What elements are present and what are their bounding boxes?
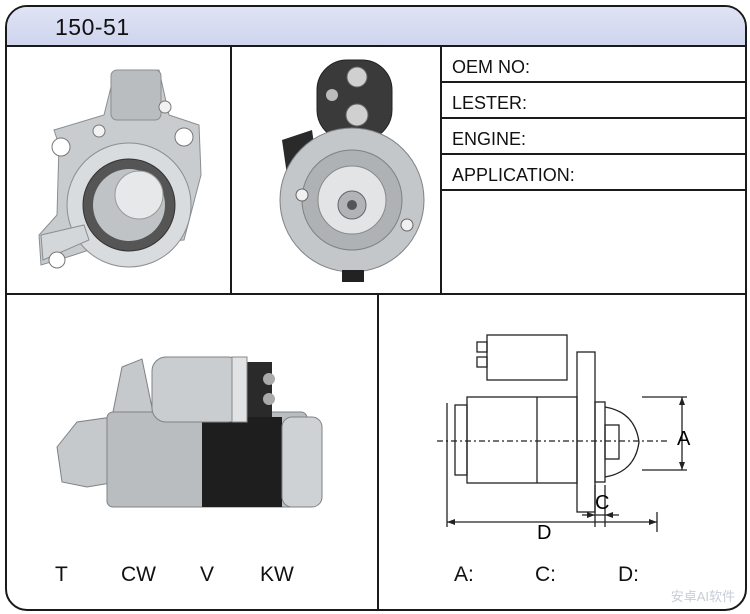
dimension-d-label: D bbox=[537, 522, 551, 544]
engine-label: ENGINE: bbox=[452, 129, 527, 149]
spec-d-label: D: bbox=[618, 563, 639, 586]
divider bbox=[440, 45, 442, 295]
dimension-drawing: A C D bbox=[437, 334, 691, 544]
divider bbox=[442, 189, 745, 191]
header-bar: 150-51 bbox=[7, 7, 745, 47]
divider bbox=[442, 117, 745, 119]
part-number: 150-51 bbox=[55, 14, 130, 40]
product-card: 150-51 OEM NO: LESTER: ENGINE: APPLICATI… bbox=[5, 5, 747, 611]
spec-c-label: C: bbox=[535, 563, 556, 586]
divider bbox=[442, 81, 745, 83]
dimension-c-label: C bbox=[595, 492, 609, 514]
starter-rear-photo bbox=[279, 59, 425, 282]
divider bbox=[377, 295, 379, 609]
lester-label: LESTER: bbox=[452, 93, 528, 113]
divider bbox=[7, 293, 745, 295]
watermark-text: 安卓AI软件 bbox=[670, 589, 735, 604]
spec-v-label: V bbox=[200, 563, 215, 586]
divider bbox=[230, 45, 232, 295]
starter-front-photo bbox=[38, 69, 202, 269]
dimension-a-label: A bbox=[677, 428, 691, 450]
spec-kw-label: KW bbox=[260, 563, 294, 586]
spec-cw-label: CW bbox=[121, 563, 156, 586]
starter-side-photo bbox=[56, 356, 323, 508]
spec-a-label: A: bbox=[454, 563, 474, 586]
application-label: APPLICATION: bbox=[452, 165, 575, 185]
spec-t-label: T bbox=[55, 563, 68, 586]
oem-no-label: OEM NO: bbox=[452, 57, 531, 77]
divider bbox=[442, 153, 745, 155]
